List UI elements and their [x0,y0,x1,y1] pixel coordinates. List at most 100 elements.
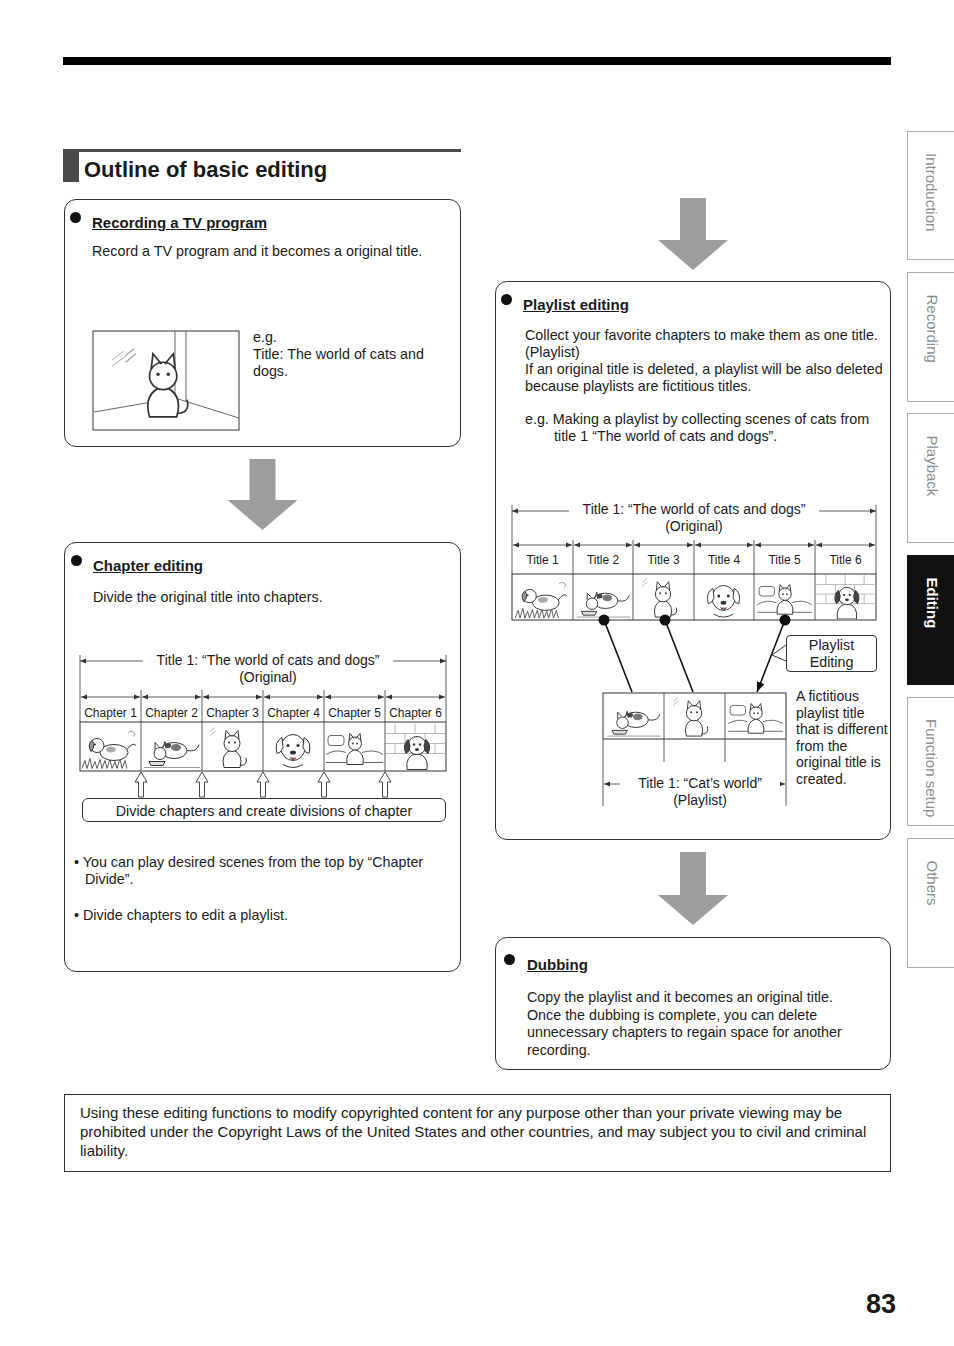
playlist-strip-part [512,574,876,620]
bullet-note: • You can play desired scenes from the t… [74,854,452,888]
playlist-strip-part [816,575,874,619]
cat-photo [93,331,239,430]
header-bars-part [63,57,891,65]
playlist-strip-part [772,645,786,661]
chapter-strip-part [144,742,200,768]
playlist-strip-part [695,545,753,546]
step-box: Chapter editingDivide the original title… [64,542,461,972]
playlist-strip-part [757,585,812,615]
chapter-strip-part [264,697,323,698]
body-text: Record a TV program and it becomes a ori… [92,243,452,260]
playlist-strip-part [816,545,875,546]
title-cell-label: Title 6 [815,553,876,567]
step-box: DubbingCopy the playlist and it becomes … [495,937,891,1070]
note-box: Divide chapters and create divisions of … [82,798,446,822]
step-heading: Chapter editing [93,557,433,574]
note-text: Divide chapters and create divisions of … [83,802,445,820]
tab-label: Function setup [907,698,954,827]
chapter-strip-part-part [135,772,147,797]
body-text: Collect your favorite chapters to make t… [525,327,883,360]
callout-text: Playlist Editing [787,637,876,670]
tab-label: Introduction [907,132,954,261]
chapter-label: Chapter 5 [324,706,385,720]
playlist-strip-part [515,582,567,618]
flow-arrow [658,852,728,925]
chapter-strip-part-part [257,772,269,797]
playlist-strip-part [577,592,631,617]
title-cell-label: Title 5 [754,553,815,567]
playlist-strip-part [513,545,572,546]
playlist-strip-part [707,586,739,618]
body-text: If an original title is deleted, a playl… [525,361,883,394]
playlist-strip-part [607,711,661,736]
notice-box: Using these editing functions to modify … [64,1094,891,1172]
playlist-strip-part [603,693,786,739]
chapter-strip-part [203,697,262,698]
section-tab: Function setup [907,697,954,826]
step-heading: Dubbing [527,956,867,973]
playlist-strip-part [574,545,632,546]
title-cell-label: Title 1 [512,553,573,567]
step-heading: Recording a TV program [92,214,432,231]
chapter-strip-part [80,722,446,771]
body-text: Copy the playlist and it becomes an orig… [527,989,872,1007]
body-text: Once the dubbing is complete, you can de… [527,1007,872,1060]
title-cell-label: Title 2 [573,553,633,567]
example-text: Title: The world of cats and dogs. [253,346,439,380]
playlist-strip-part [573,574,815,620]
page-number: 83 [866,1288,896,1320]
example-text: e.g. [253,329,313,346]
chapter-strip-part [276,735,310,768]
bullet-dot [501,294,512,305]
tab-label: Editing [907,556,954,686]
playlist-strip-part [755,545,814,546]
chapter-strip-part [326,734,383,765]
cat-photo-part [112,351,126,366]
chapter-strip-part-part [318,772,330,797]
playlist-strip-part [728,704,783,734]
cat-photo-part [126,349,188,417]
chapter-label: Chapter 3 [202,706,263,720]
title-label: Title 1: “Cat’s world” (Playlist) [620,775,780,809]
playlist-strip-part [673,698,708,736]
section-tab: Recording [907,272,954,402]
tab-label: Playback [907,414,954,544]
body-text: Divide the original title into chapters. [93,589,448,606]
title-cell-label: Title 3 [633,553,694,567]
chapter-strip-part-part [196,772,208,797]
section-tab: Editing [907,555,954,685]
title-cell-label: Title 4 [694,553,754,567]
chapter-strip-part [210,728,246,768]
notice-text: Using these editing functions to modify … [80,1103,880,1160]
title-label: Title 1: “The world of cats and dogs” (O… [569,501,819,535]
chapter-strip-part-part [379,772,391,797]
cat-photo-part [93,331,239,430]
cat-photo-part [175,331,186,401]
chapter-label: Chapter 2 [141,706,202,720]
header-bars-part [63,149,79,182]
callout-box: Playlist Editing [786,635,877,672]
title-label: Title 1: “The world of cats and dogs” (O… [143,652,393,686]
bullet-dot [504,954,515,965]
chapter-strip-part [81,697,140,698]
tab-label: Recording [907,273,954,403]
chapter-label: Chapter 1 [80,706,141,720]
chapter-strip-part [385,724,446,770]
playlist-strip-part [604,620,785,692]
tab-label: Others [907,839,954,969]
section-tab: Playback [907,413,954,543]
page-title: Outline of basic editing [84,157,327,183]
chapter-strip-part [386,697,445,698]
flow-arrow [228,459,298,530]
bullet-dot [70,212,81,223]
chapter-strip-part [82,731,136,769]
playlist-strip-part [642,579,677,617]
flow-arrow [658,198,728,270]
chapter-label: Chapter 6 [385,706,446,720]
chapter-label: Chapter 4 [263,706,324,720]
header-bars-part [63,149,461,152]
example-text: e.g. Making a playlist by collecting sce… [525,411,887,444]
section-tab: Others [907,838,954,968]
chapter-strip-part [142,697,201,698]
